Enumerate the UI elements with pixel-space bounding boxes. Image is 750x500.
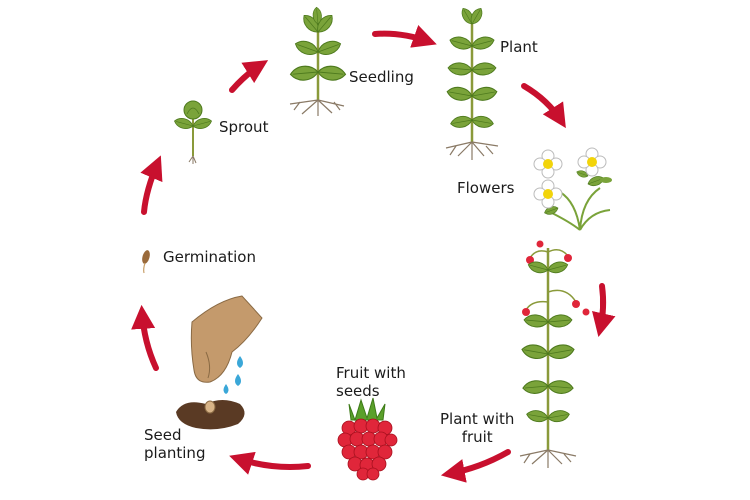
label-plant: Plant xyxy=(500,38,538,56)
seed-planting-illustration xyxy=(176,400,245,430)
flower-3 xyxy=(533,179,563,209)
arrow-fruit-to-seedplanting xyxy=(229,451,311,475)
label-flowers: Flowers xyxy=(457,179,515,197)
arrow-fruitplant-to-fruit xyxy=(440,449,511,483)
flower-1 xyxy=(533,149,563,179)
label-seedling: Seedling xyxy=(349,68,414,86)
seedling-illustration xyxy=(289,6,347,116)
plant-illustration xyxy=(445,5,499,160)
flowers-illustration xyxy=(533,147,612,231)
label-fruit-with-seeds: Fruit with seeds xyxy=(336,364,406,400)
arrow-seedling-to-plant xyxy=(372,25,437,48)
germinating-seed-illustration xyxy=(142,250,150,274)
label-plant-with-fruit: Plant with fruit xyxy=(440,410,515,446)
flower-2 xyxy=(577,147,607,177)
raspberry-illustration xyxy=(337,397,398,481)
arrow-flowers-to-fruitplant xyxy=(592,283,616,338)
label-germination: Germination xyxy=(163,248,256,266)
label-seed-planting: Seed planting xyxy=(144,426,206,462)
cycle-arrows xyxy=(131,25,616,483)
arrow-plant-to-flowers xyxy=(521,83,566,129)
sprout-illustration xyxy=(172,100,214,164)
arrow-sprout-to-seedling xyxy=(229,60,269,93)
plant-with-fruit-illustration xyxy=(519,240,590,468)
arrow-seedplanting-to-germination xyxy=(131,304,159,371)
arrow-germination-to-sprout xyxy=(140,155,163,215)
label-sprout: Sprout xyxy=(219,118,269,136)
hand-water-illustration xyxy=(190,295,263,394)
